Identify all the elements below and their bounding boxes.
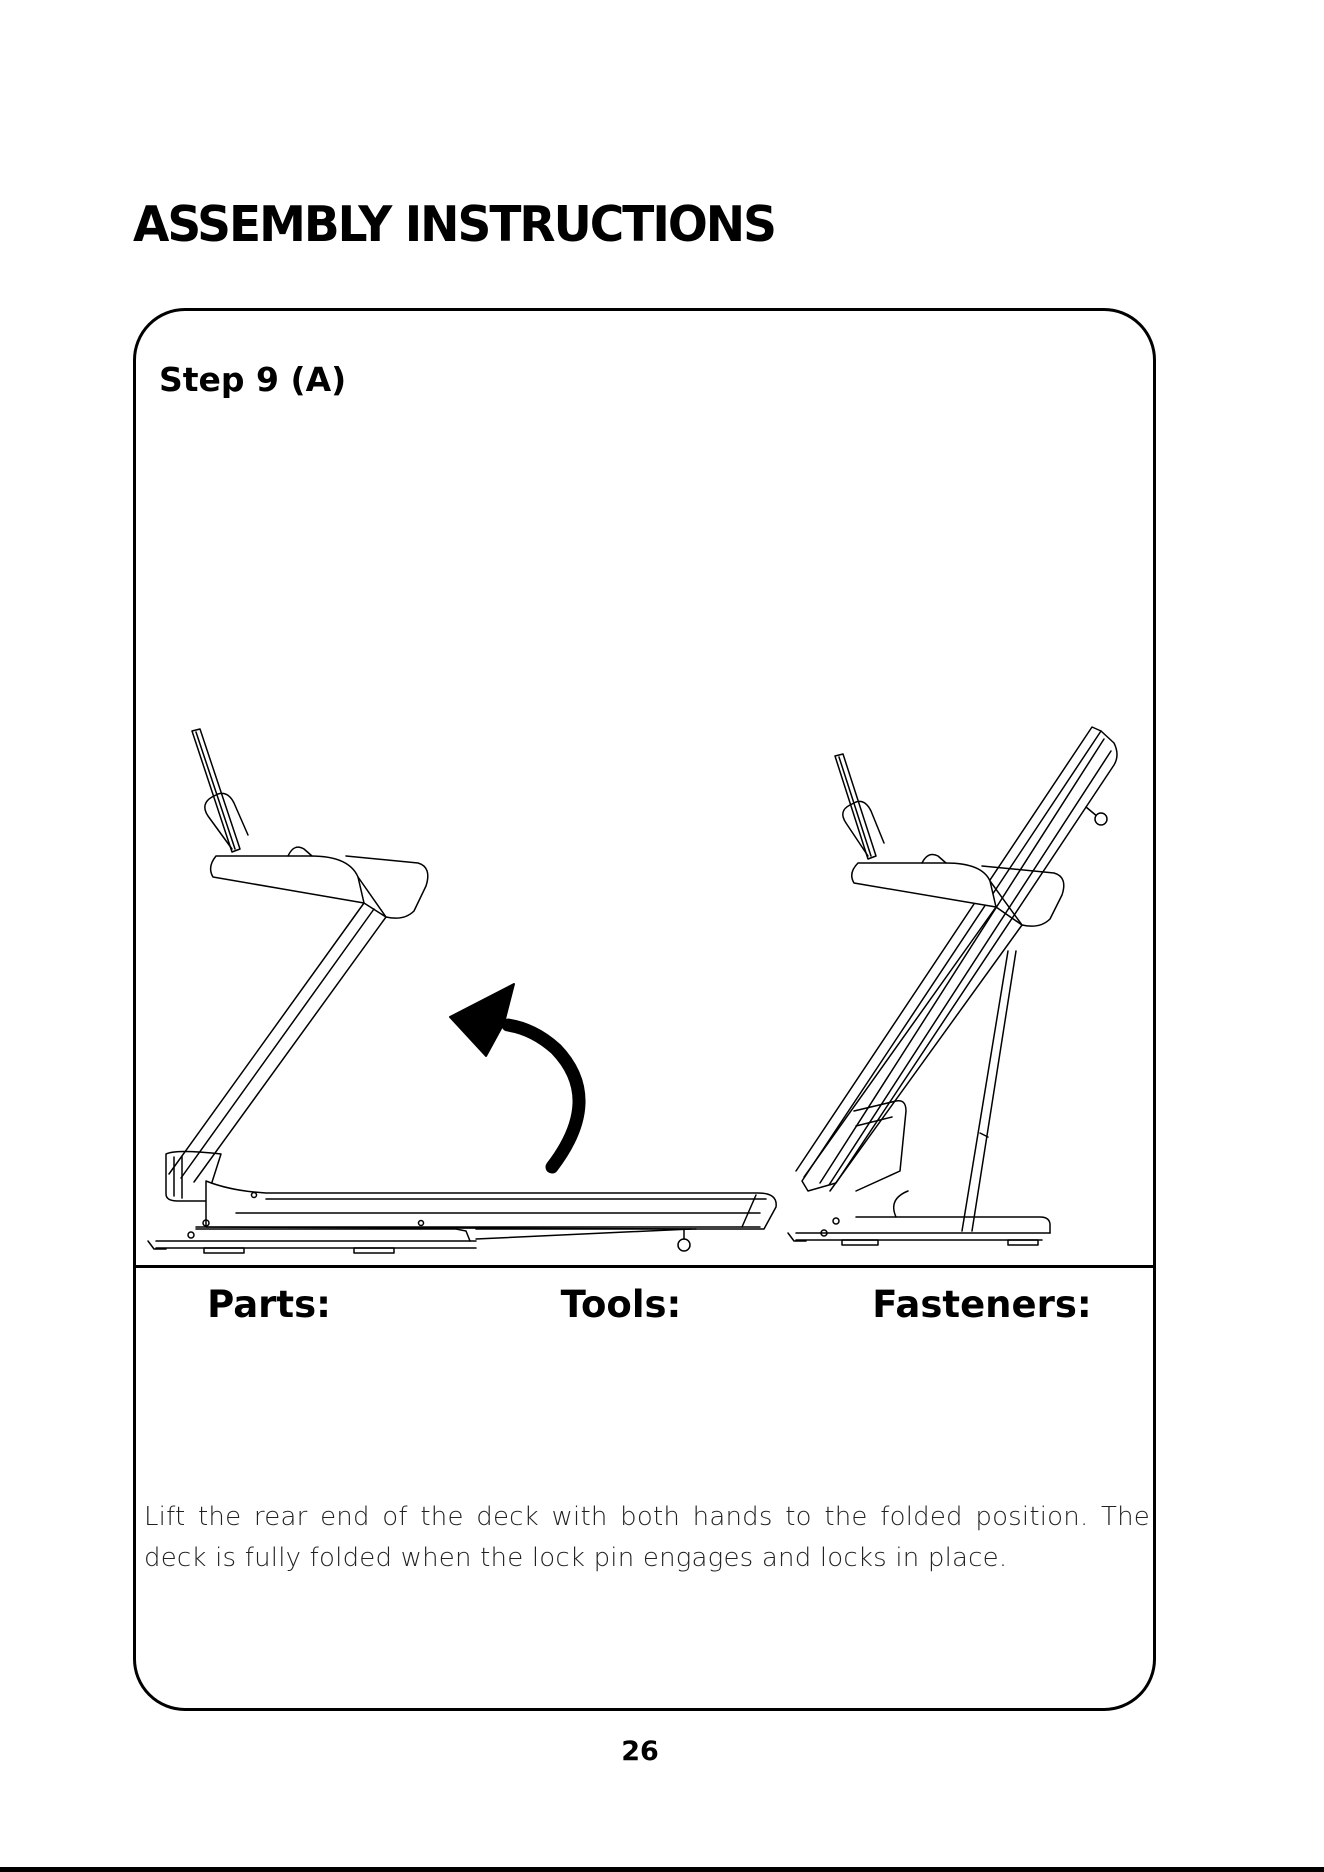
treadmill-unfolded — [148, 729, 776, 1253]
bottom-rule — [0, 1867, 1324, 1872]
tools-heading: Tools: — [561, 1286, 682, 1323]
page-number: 26 — [621, 1738, 659, 1765]
parts-heading: Parts: — [207, 1286, 331, 1323]
page-title: ASSEMBLY INSTRUCTIONS — [133, 200, 775, 249]
step-card: Step 9 (A) — [133, 308, 1156, 1711]
step-instructions: Lift the rear end of the deck with both … — [144, 1497, 1150, 1579]
section-divider — [136, 1265, 1153, 1268]
treadmill-fold-illustration — [136, 711, 1153, 1571]
treadmill-folded — [788, 727, 1117, 1245]
step-label: Step 9 (A) — [159, 363, 346, 396]
fasteners-heading: Fasteners: — [872, 1286, 1091, 1323]
curved-arrow-up-left-icon — [450, 984, 579, 1167]
